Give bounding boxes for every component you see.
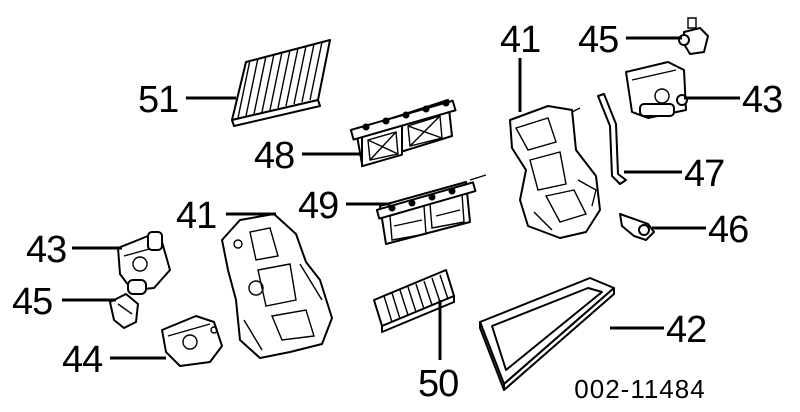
- part-43-actuator-top: [625, 61, 688, 119]
- callout-44: 44: [62, 339, 103, 381]
- part-44-actuator: [161, 315, 223, 367]
- part-41-case-right: [509, 105, 601, 239]
- part-45-clip-left: [109, 293, 139, 329]
- callout-41-top: 41: [500, 19, 540, 61]
- callout-45-top: 45: [578, 19, 618, 61]
- part-42-filter-frame: [479, 277, 615, 391]
- callout-50: 50: [418, 363, 458, 405]
- callout-41-left: 41: [176, 195, 216, 237]
- callout-51: 51: [138, 79, 178, 121]
- part-49-damper-assembly: [375, 174, 487, 245]
- diagram-code: 002-11484: [574, 374, 705, 404]
- callout-42: 42: [666, 309, 706, 351]
- callout-47: 47: [684, 153, 724, 195]
- part-51-filter: [231, 39, 331, 127]
- part-46-lever: [619, 213, 655, 241]
- callout-43-top: 43: [742, 79, 782, 121]
- part-45-clip-top: [678, 17, 709, 55]
- callout-46: 46: [708, 209, 748, 251]
- callout-48: 48: [254, 135, 294, 177]
- callout-43-left: 43: [26, 229, 66, 271]
- part-41-case-left: [221, 213, 333, 359]
- callout-49: 49: [298, 185, 338, 227]
- part-43-actuator-left: [117, 231, 171, 295]
- part-48-damper-assembly: [349, 99, 457, 168]
- callout-45-left: 45: [12, 281, 52, 323]
- part-47-tube: [597, 93, 627, 185]
- part-50-vent-grille: [373, 269, 455, 333]
